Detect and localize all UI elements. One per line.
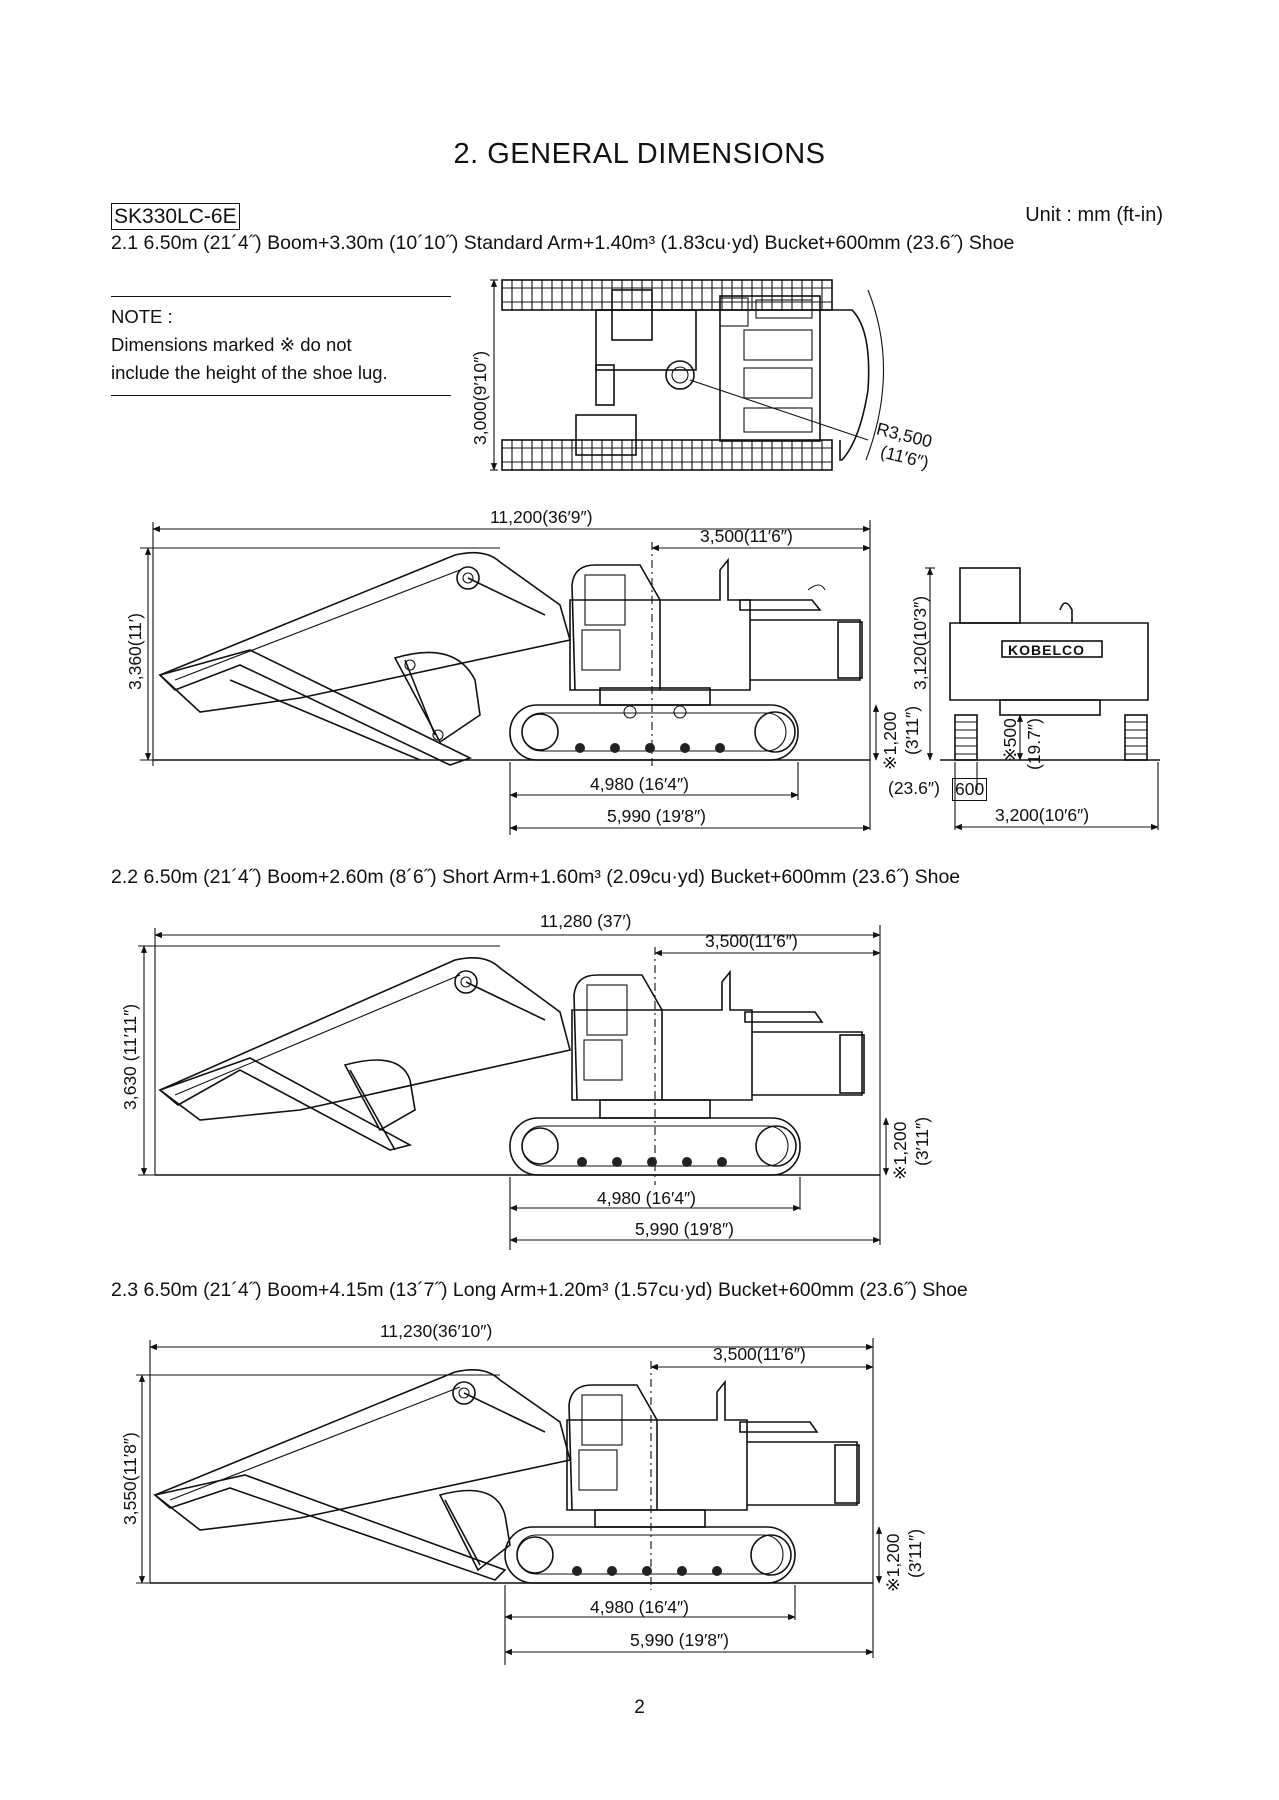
dim-track-height-ft-2-1: (3′11″) — [902, 705, 922, 755]
dim-height-2-2: 3,630 (11′11″) — [120, 1003, 140, 1110]
section-caption-2-1: 2.1 6.50m (21´4˝) Boom+3.30m (10´10˝) St… — [111, 232, 1015, 254]
dim-overall-length-2-3: 11,230(36′10″) — [380, 1321, 493, 1341]
dim-track-length-2-2: 4,980 (16′4″) — [597, 1188, 696, 1208]
note-line-1: Dimensions marked ※ do not — [111, 334, 352, 355]
dim-track-height-ft-2-2: (3′11″) — [912, 1116, 932, 1166]
dim-rear-length-2-3: 3,500(11′6″) — [713, 1344, 806, 1364]
side-view-2-3 — [136, 1338, 883, 1665]
dim-ground-clearance: ※500 — [1000, 718, 1020, 762]
dim-height-2-1: 3,360(11′) — [125, 613, 145, 690]
dim-crawler-length-2-2: 5,990 (19′8″) — [635, 1219, 734, 1239]
dim-overall-width: 3,200(10′6″) — [995, 805, 1090, 825]
section-caption-2-3: 2.3 6.50m (21´4˝) Boom+4.15m (13´7˝) Lon… — [111, 1279, 968, 1301]
dim-track-height-2-2: ※1,200 — [890, 1121, 910, 1180]
dim-crawler-length-2-1: 5,990 (19′8″) — [607, 806, 706, 826]
dim-track-height-2-3: ※1,200 — [883, 1533, 903, 1592]
dim-overall-length-2-2: 11,280 (37′) — [540, 911, 632, 931]
dim-track-height-2-1: ※1,200 — [880, 711, 900, 770]
dim-cab-height: 3,120(10′3″) — [910, 595, 930, 690]
note-line-2: include the height of the shoe lug. — [111, 362, 388, 383]
dim-ground-clearance-in: (19.7″) — [1024, 718, 1044, 770]
top-view-drawing — [490, 279, 885, 471]
dim-shoe-width: 600 — [952, 778, 988, 801]
dim-rear-length-2-1: 3,500(11′6″) — [700, 526, 793, 546]
dim-track-height-ft-2-3: (3′11″) — [905, 1528, 925, 1578]
dim-crawler-length-2-3: 5,990 (19′8″) — [630, 1630, 729, 1650]
page-number: 2 — [634, 1697, 645, 1718]
side-view-2-1 — [140, 520, 880, 835]
unit-label: Unit : mm (ft-in) — [1025, 204, 1163, 226]
note-heading: NOTE : — [111, 306, 173, 327]
dim-top-width: 3,000(9′10″) — [470, 350, 490, 445]
brand-label: KOBELCO — [1008, 642, 1085, 658]
model-code-box: SK330LC-6E — [111, 203, 240, 230]
side-view-2-2 — [138, 925, 890, 1250]
dim-overall-length-2-1: 11,200(36′9″) — [490, 507, 593, 527]
front-view-2-1 — [925, 567, 1160, 831]
section-caption-2-2: 2.2 6.50m (21´4˝) Boom+2.60m (8´6˝) Shor… — [111, 866, 961, 888]
dim-track-length-2-1: 4,980 (16′4″) — [590, 774, 689, 794]
dim-height-2-3: 3,550(11′8″) — [120, 1432, 140, 1525]
dim-shoe-width-in: (23.6″) — [888, 778, 940, 798]
dim-rear-length-2-2: 3,500(11′6″) — [705, 931, 798, 951]
note-box: NOTE : Dimensions marked ※ do not includ… — [111, 296, 451, 396]
page-title: 2. GENERAL DIMENSIONS — [453, 138, 826, 170]
dim-track-length-2-3: 4,980 (16′4″) — [590, 1597, 689, 1617]
